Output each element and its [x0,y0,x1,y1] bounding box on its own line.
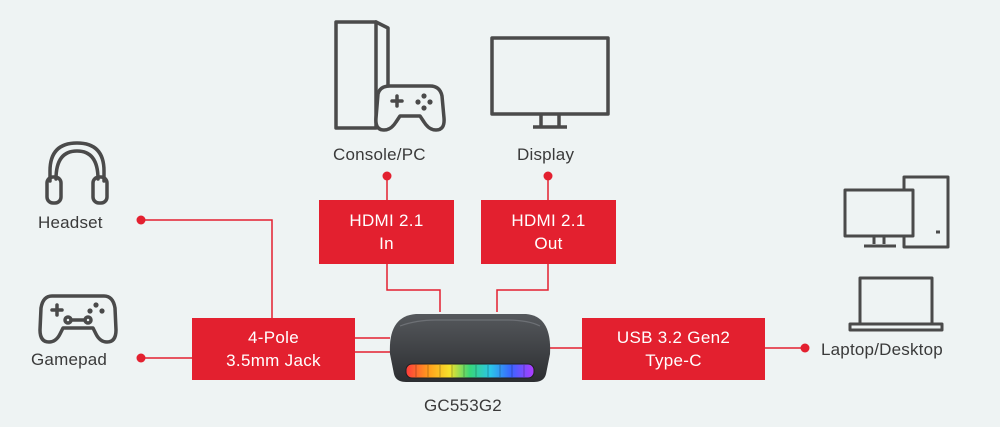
gamepad-label: Gamepad [31,350,108,369]
monitor-icon [490,36,610,129]
hdmi-out-line2: Out [534,234,563,253]
console-pc-icon [334,20,446,132]
headset-connector-dot [136,215,146,225]
laptop-connector-dot [800,343,810,353]
hdmi-in-box: HDMI 2.1 In [319,200,454,264]
audio-jack-line1: 4-Pole [248,328,299,347]
hdmi-in-line1: HDMI 2.1 [349,211,424,230]
headset-icon [45,141,109,205]
audio-jack-box: 4-Pole 3.5mm Jack [192,318,355,380]
device-model-label: GC553G2 [424,396,502,415]
audio-jack-line2: 3.5mm Jack [226,351,321,370]
laptop-desktop-label: Laptop/Desktop [821,340,943,359]
console-pc-label: Console/PC [333,145,426,164]
laptop-icon [848,276,944,332]
hdmi-in-line2: In [379,234,394,253]
hdmi-out-line1: HDMI 2.1 [511,211,586,230]
desktop-pc-icon [843,175,950,249]
display-label: Display [517,145,575,164]
headset-label: Headset [38,213,103,232]
usb-line2: Type-C [645,351,702,370]
gamepad-icon [38,294,118,344]
hdmi-out-box: HDMI 2.1 Out [481,200,616,264]
capture-device-icon [389,314,551,382]
gamepad-connector-dot [136,353,146,363]
console-connector-dot [382,171,392,181]
display-connector-dot [543,171,553,181]
usb-box: USB 3.2 Gen2 Type-C [582,318,765,380]
usb-line1: USB 3.2 Gen2 [616,328,731,347]
